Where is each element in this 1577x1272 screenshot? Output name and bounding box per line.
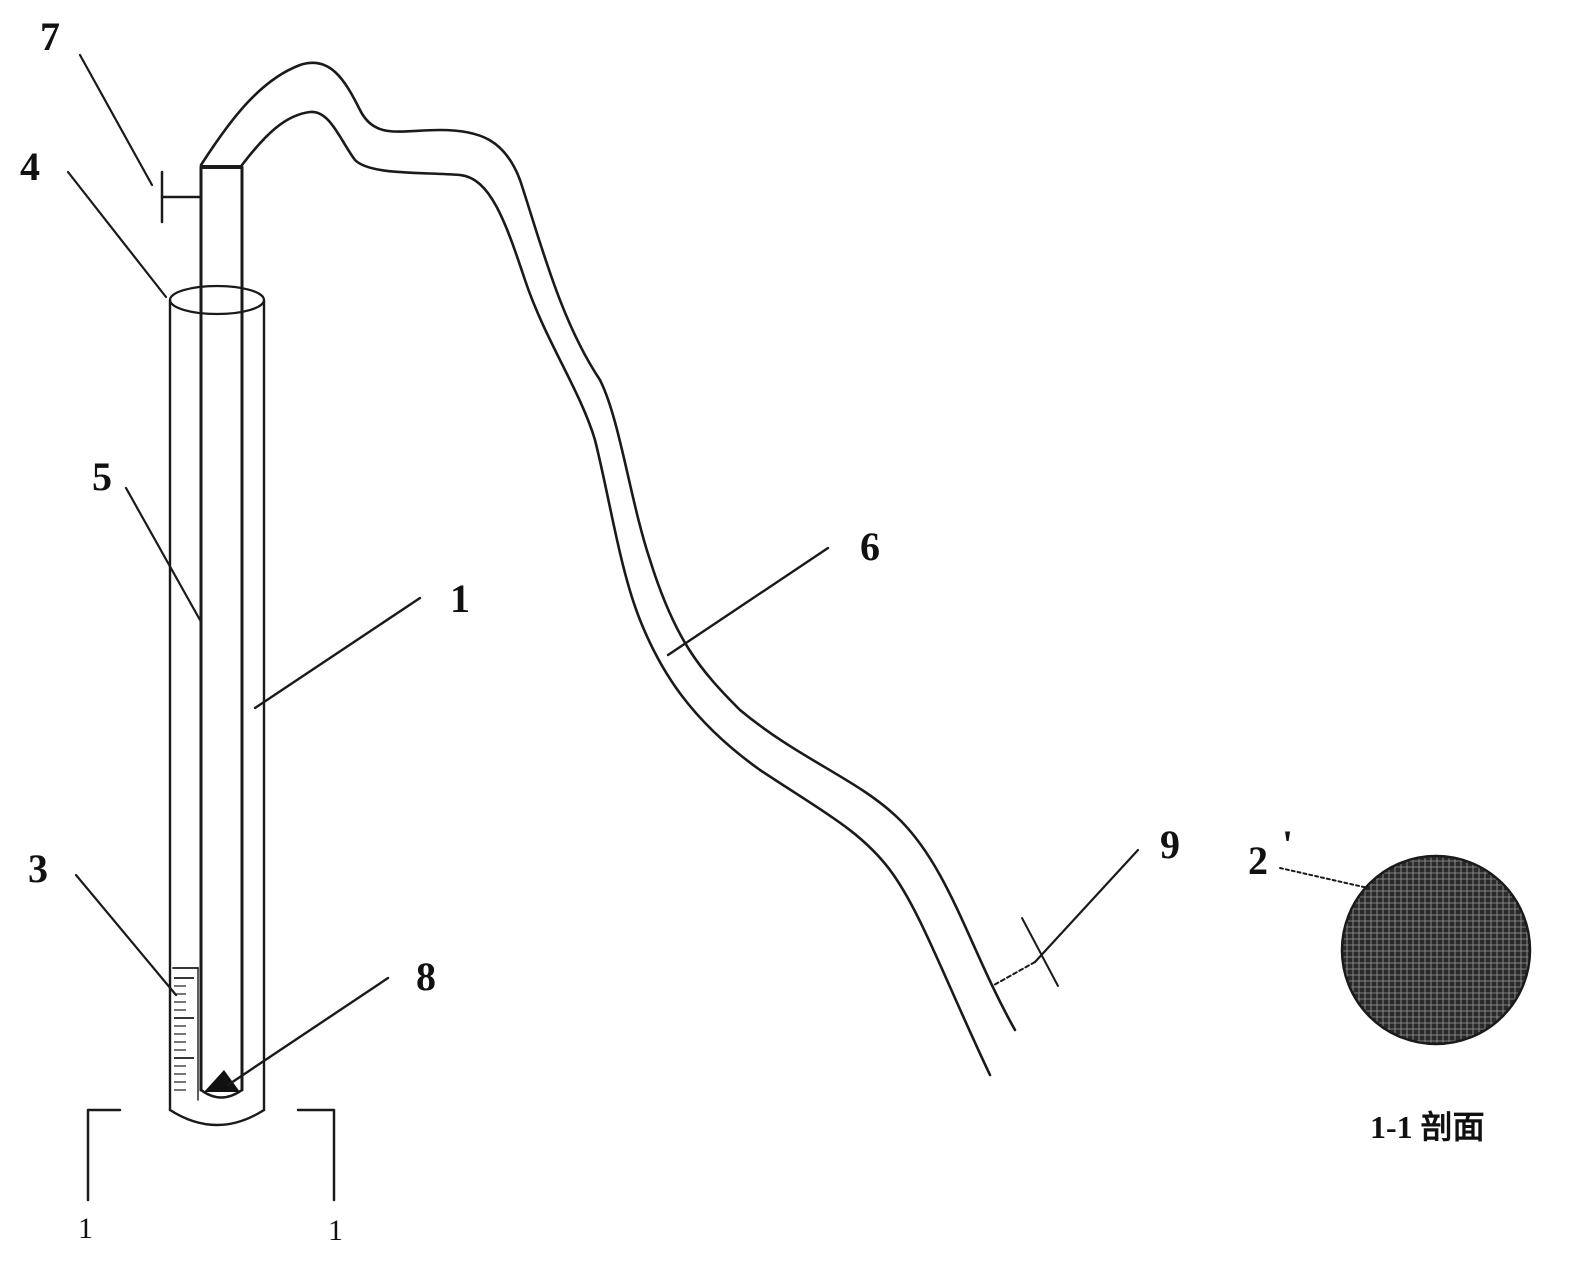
label-4: 4 — [20, 144, 40, 189]
label-2: 2 — [1248, 838, 1268, 883]
graduated-scale — [172, 967, 199, 1101]
label-6: 6 — [860, 524, 880, 569]
cut-mark — [1021, 917, 1059, 987]
label-2-prime: ' — [1282, 822, 1293, 867]
leader-4 — [66, 170, 168, 299]
label-3: 3 — [28, 846, 48, 891]
leader-3 — [74, 873, 178, 997]
label-9: 9 — [1160, 822, 1180, 867]
bottom-weight — [204, 1070, 240, 1092]
filter-mesh-section — [1340, 854, 1532, 1046]
section-caption: 1-1 剖面 — [1370, 1109, 1485, 1145]
section-mark-left: 1 — [78, 1212, 93, 1245]
leader-5 — [124, 486, 202, 622]
flexible-hose — [199, 61, 1017, 1077]
outer-cylinder — [168, 284, 266, 1127]
leader-lines — [66, 53, 1369, 1087]
leader-2 — [1279, 867, 1369, 889]
valve — [160, 170, 203, 224]
inner-tube — [199, 165, 244, 1099]
leader-9-dash — [993, 961, 1036, 986]
leader-6 — [666, 546, 830, 657]
label-8: 8 — [416, 954, 436, 999]
leader-1 — [253, 596, 422, 710]
leader-8 — [226, 976, 390, 1087]
label-1: 1 — [450, 576, 470, 621]
label-5: 5 — [92, 454, 112, 499]
leader-9 — [1033, 848, 1140, 964]
label-7: 7 — [40, 14, 60, 59]
section-brackets — [86, 1108, 336, 1202]
section-mark-right: 1 — [328, 1214, 343, 1247]
leader-7 — [78, 53, 154, 187]
